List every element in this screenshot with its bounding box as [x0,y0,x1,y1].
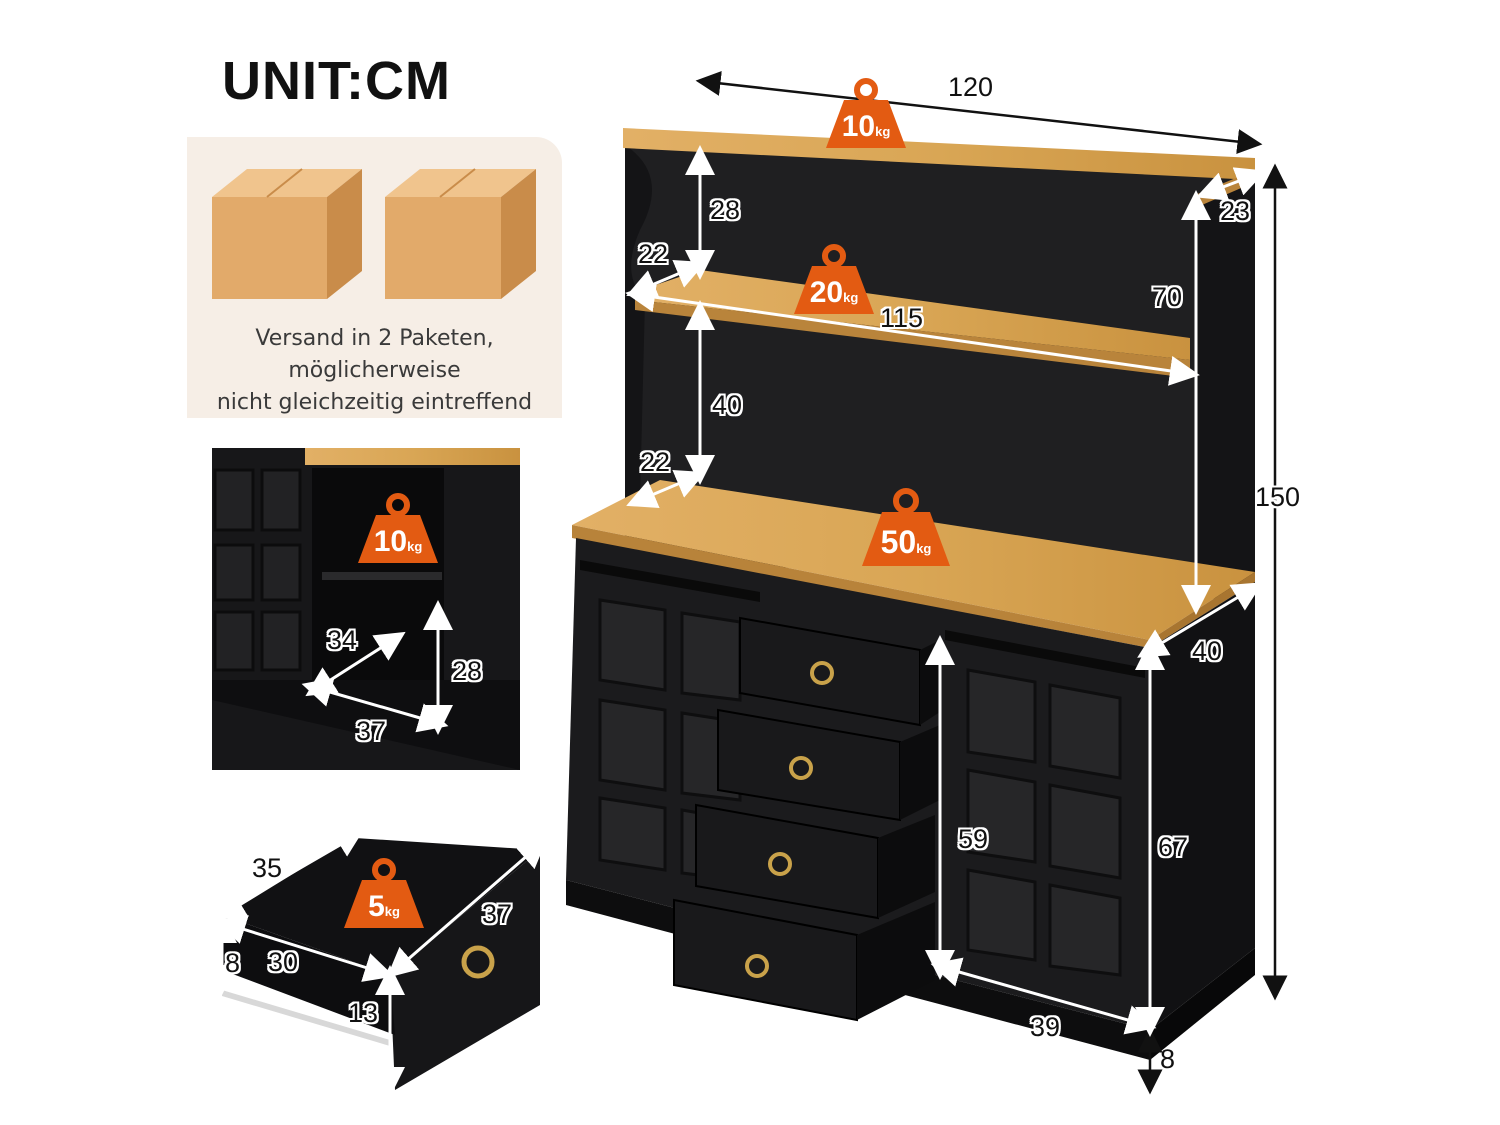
dim-side-height: 28 [452,656,483,686]
dim-cabinet-side-width: 39 [1030,1012,1061,1042]
top-weight-badge: 10kg [820,78,912,154]
unit-title: UNIT:CM [222,51,451,111]
package-boxes-icon [212,168,536,299]
dim-width-top: 120 [948,72,994,102]
side-shelf-weight-badge: 10kg [352,493,444,569]
countertop-weight-badge: 50kg [856,488,956,572]
dim-drawer-width: 35 [252,853,283,883]
dim-drawer-inner-width: 30 [268,947,299,977]
dim-drawer-front-height: 13 [348,998,379,1028]
drawer-weight-badge: 5kg [338,858,430,934]
dim-base-height: 8 [1160,1044,1176,1074]
dim-drawer-column-height: 59 [958,824,989,854]
dim-side-depth: 34 [327,625,358,655]
dim-depth-top: 23 [1220,196,1251,226]
dim-lower-gap: 40 [712,390,743,420]
dim-cabinet-depth: 40 [1192,636,1223,666]
shipping-panel: Versand in 2 Paketen, möglicherweise nic… [187,137,562,418]
dim-lower-depth: 22 [640,447,671,477]
shelf-weight-value: 20 [809,276,844,309]
top-weight-unit: kg [875,124,891,139]
shipping-note: Versand in 2 Paketen, möglicherweise nic… [187,323,562,419]
dim-upper-depth: 22 [638,239,669,269]
dim-shelf-width: 115 [880,303,924,333]
dim-side-width: 37 [356,716,387,746]
shelf-weight-unit: kg [843,290,859,305]
countertop-weight-unit: kg [916,541,932,556]
shipping-line-3: nicht gleichzeitig eintreffend [216,390,533,415]
top-weight-value: 10 [841,110,876,143]
side-shelf-weight-value: 10 [373,525,408,558]
countertop-weight-value: 50 [880,524,917,560]
shipping-line-2: möglicherweise [288,358,461,383]
shipping-line-1: Versand in 2 Paketen, [255,326,494,351]
shelf-weight-badge: 20kg [788,244,880,320]
dim-upper-gap: 28 [710,195,741,225]
side-shelf-weight-unit: kg [407,539,423,554]
drawer-weight-unit: kg [384,904,400,919]
dim-height-total: 150 [1255,482,1301,512]
dim-cabinet-height: 67 [1158,832,1189,862]
dim-drawer-height: 8 [225,948,241,978]
dim-drawer-depth: 37 [482,899,513,929]
dim-upper-height: 70 [1152,282,1183,312]
drawer-weight-value: 5 [368,890,385,923]
